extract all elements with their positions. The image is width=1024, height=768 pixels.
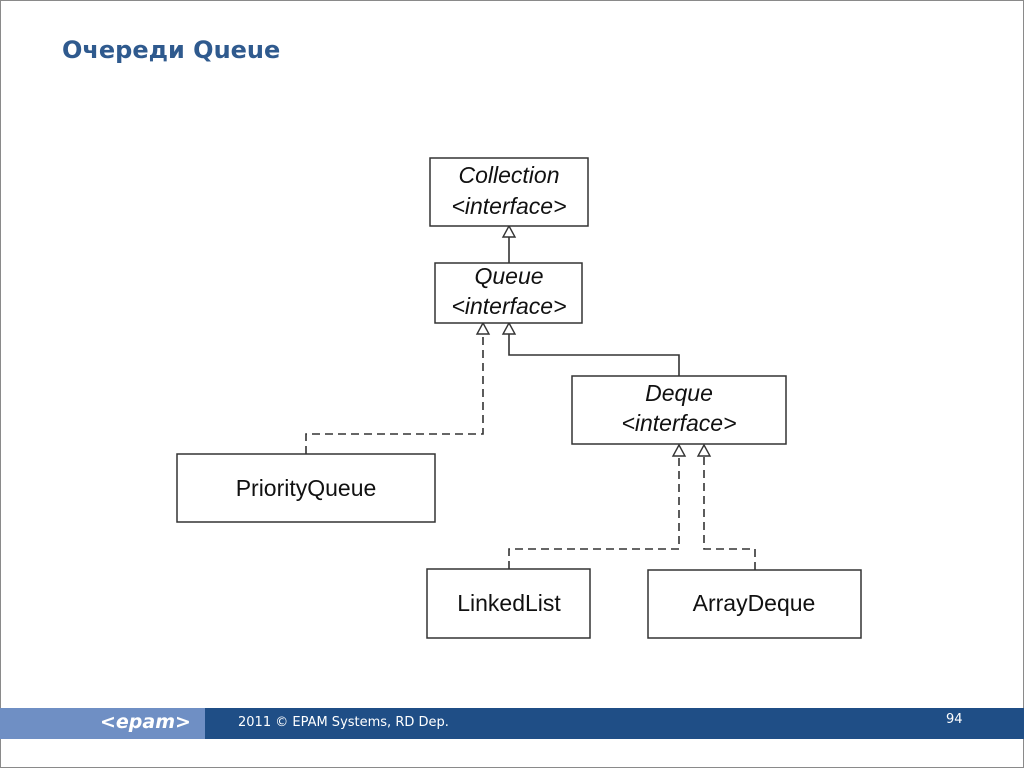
node-collection-name: Collection — [459, 162, 560, 188]
footer-logo-box: <epam> — [0, 708, 205, 739]
footer-copyright: 2011 © EPAM Systems, RD Dep. — [238, 715, 449, 730]
node-linkedlist-name: LinkedList — [457, 590, 561, 616]
node-queue-stereotype: <interface> — [451, 293, 566, 319]
epam-logo: <epam> — [100, 711, 191, 733]
node-linkedlist: LinkedList — [426, 568, 591, 639]
edge-deque-to-queue — [501, 321, 680, 376]
slide-title: Очереди Queue — [62, 36, 281, 64]
edge-linkedlist-to-deque — [508, 443, 687, 569]
edge-arraydeque-to-deque — [696, 443, 756, 570]
page-number: 94 — [946, 712, 963, 727]
class-diagram: Collection <interface> Queue <interface>… — [176, 157, 862, 639]
footer-bar: <epam> 2011 © EPAM Systems, RD Dep. 94 — [0, 708, 1024, 739]
node-arraydeque-name: ArrayDeque — [693, 590, 816, 616]
node-collection-stereotype: <interface> — [451, 193, 566, 219]
node-deque: Deque <interface> — [571, 375, 787, 445]
node-arraydeque: ArrayDeque — [647, 569, 862, 639]
edge-queue-to-collection — [501, 224, 517, 263]
node-priorityqueue: PriorityQueue — [176, 453, 436, 523]
node-deque-name: Deque — [645, 380, 713, 406]
edge-priorityqueue-to-queue — [305, 321, 491, 454]
node-collection: Collection <interface> — [429, 157, 589, 227]
node-queue: Queue <interface> — [434, 262, 583, 324]
node-deque-stereotype: <interface> — [621, 410, 736, 436]
node-priorityqueue-name: PriorityQueue — [236, 475, 377, 501]
node-queue-name: Queue — [474, 263, 543, 289]
